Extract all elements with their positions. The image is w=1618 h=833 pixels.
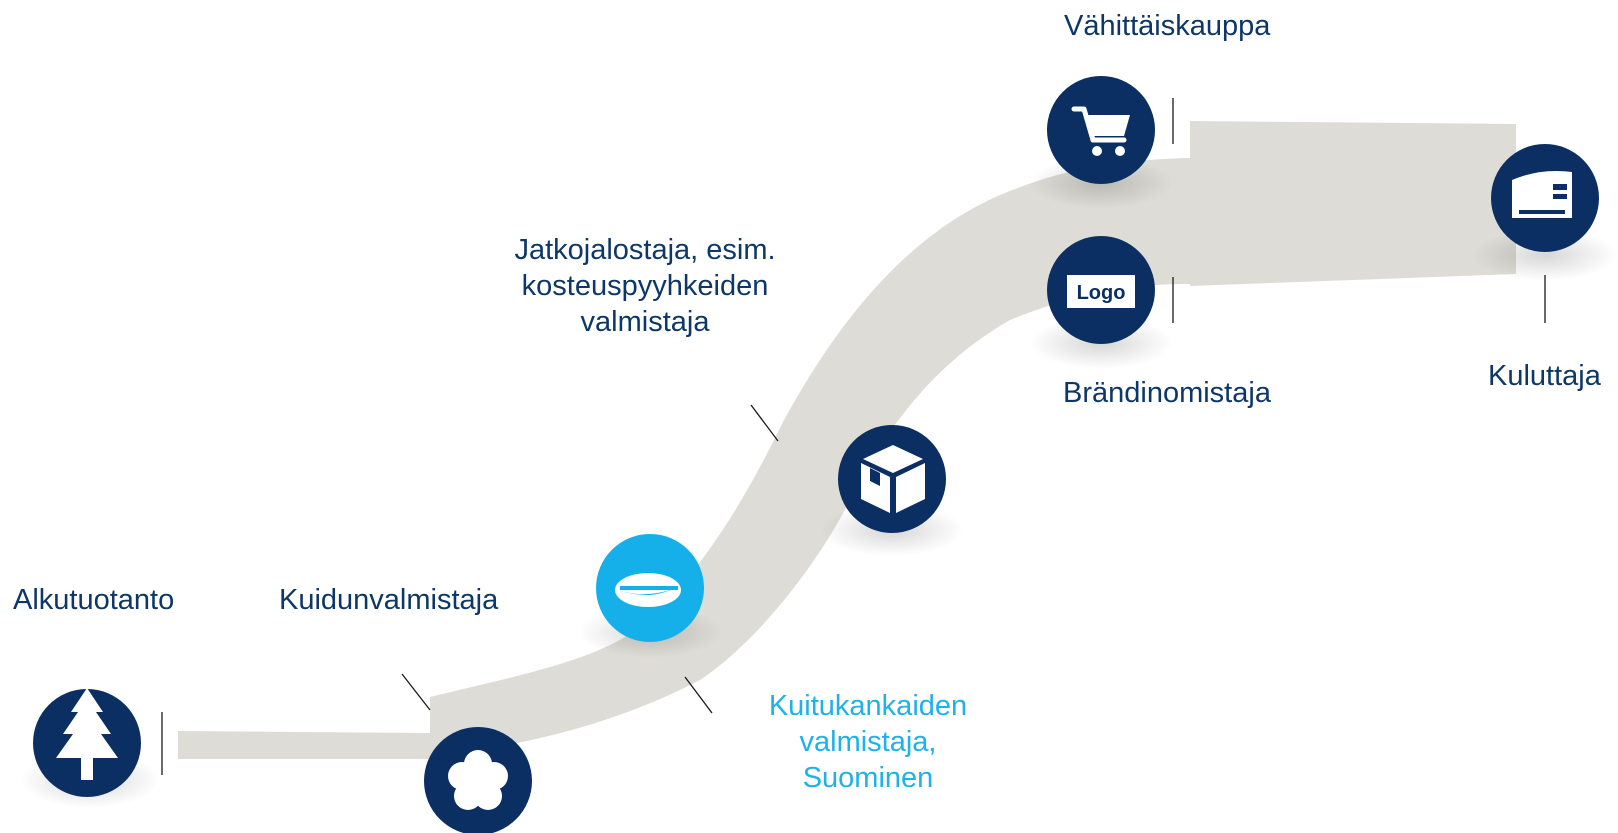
label-suominen-line-2: valmistaja, <box>799 726 937 758</box>
tick-kuidunvalmistaja <box>401 673 431 711</box>
node-suominen <box>596 534 704 642</box>
tick-suominen <box>684 676 713 714</box>
logo-badge-text: Logo <box>1077 282 1126 304</box>
node-kuluttaja <box>1491 144 1599 252</box>
node-alkutuotanto <box>33 688 141 797</box>
label-vahittaiskauppa: Vähittäiskauppa <box>1064 10 1271 42</box>
cart-icon <box>1071 106 1130 156</box>
label-brandinomistaja: Brändinomistaja <box>1063 377 1271 409</box>
flower-icon <box>448 750 508 810</box>
label-jatkojalostaja: Jatkojalostaja, esim. kosteuspyyhkeiden … <box>490 232 800 340</box>
logo-icon: Logo <box>1067 275 1135 308</box>
value-chain-path <box>178 121 1516 759</box>
label-kuidunvalmistaja: Kuidunvalmistaja <box>279 584 499 616</box>
path-end-band <box>1190 121 1516 286</box>
label-jatkojalostaja-line-3: valmistaja <box>580 306 710 338</box>
tick-jatkojalostaja <box>750 404 779 442</box>
label-jatkojalostaja-line-2: kosteuspyyhkeiden <box>521 270 769 302</box>
path-main-band <box>430 158 1190 759</box>
node-jatkojalostaja <box>838 425 946 533</box>
box-icon <box>861 445 925 513</box>
node-vahittaiskauppa <box>1047 76 1155 184</box>
node-brandinomistaja: Logo <box>1047 236 1155 344</box>
label-suominen-line-1: Kuitukankaiden <box>768 690 968 722</box>
tree-icon <box>56 688 118 780</box>
suominen-logo-icon <box>615 573 681 607</box>
wipes-pack-icon <box>1512 171 1572 218</box>
label-jatkojalostaja-line-1: Jatkojalostaja, esim. <box>514 234 776 266</box>
tick-marks <box>161 98 1546 775</box>
label-kuluttaja: Kuluttaja <box>1488 360 1601 392</box>
label-suominen-line-3: Suominen <box>802 762 934 794</box>
path-start-band <box>178 731 430 759</box>
node-kuidunvalmistaja <box>424 727 532 833</box>
label-suominen: Kuitukankaiden valmistaja, Suominen <box>748 688 988 796</box>
label-alkutuotanto: Alkutuotanto <box>13 584 175 616</box>
